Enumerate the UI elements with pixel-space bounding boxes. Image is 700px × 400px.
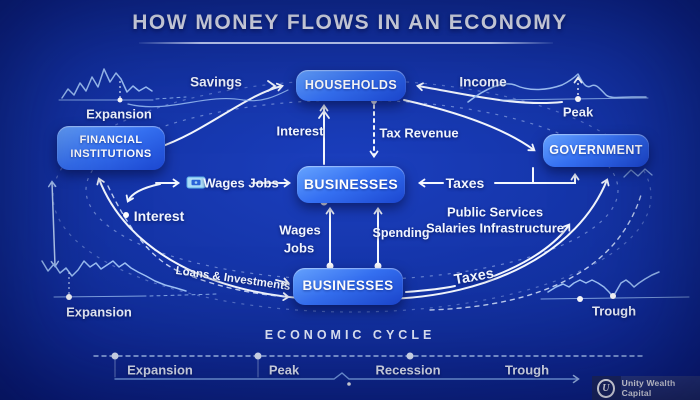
expansion-bottom-sparkline	[41, 260, 187, 292]
flow-label-savings: Savings	[190, 74, 242, 90]
brand-logo: U Unity Wealth Capital	[592, 376, 700, 400]
annotation-trough-bottom: Trough	[591, 303, 637, 319]
expansion-top-baseline-dashed	[155, 96, 187, 100]
government-dashed-curve	[429, 194, 642, 311]
taxes-curve-segment-b	[493, 223, 571, 277]
savings-arrow-chevron	[267, 80, 277, 92]
annotation-peak-top: Peak	[562, 104, 594, 120]
node-businesses-bottom: BUSINESSES	[293, 268, 403, 305]
flow-label-wages: Wages	[279, 222, 321, 238]
interest-up-arrow-chevron	[318, 109, 330, 119]
flow-label-spending: Spending	[372, 226, 430, 240]
brand-name: Unity Wealth Capital	[621, 378, 676, 398]
node-government: GOVERNMENT	[543, 134, 649, 167]
phase-trough: Trough	[504, 362, 550, 378]
unity-monogram-icon: U	[597, 378, 615, 398]
node-households: HOUSEHOLDS	[296, 70, 406, 101]
page-title: HOW MONEY FLOWS IN AN ECONOMY	[132, 11, 568, 34]
interest-drop-arrow	[125, 183, 161, 203]
savings-wave-line	[127, 89, 289, 108]
dashed-flow-paths	[107, 185, 642, 311]
chart-markers	[66, 75, 616, 302]
loans-investments-dashed-2	[175, 269, 291, 302]
taxes-to-government-curve	[384, 178, 610, 300]
expansion-bottom-baseline-dashed	[149, 293, 219, 297]
government-squiggle	[623, 168, 653, 178]
return-to-financial-curve	[96, 177, 314, 300]
flow-label-taxes-government: Taxes	[445, 175, 485, 191]
savings-arrow	[156, 82, 285, 149]
loans-investments-dashed	[107, 185, 177, 271]
flow-arrows	[96, 80, 610, 300]
timeline-solid-arrow	[114, 372, 580, 384]
expansion-top-sparkline	[61, 68, 153, 99]
left-axis-double-arrow	[47, 180, 60, 268]
economic-cycle-title: ECONOMIC CYCLE	[264, 328, 436, 342]
phase-recession: Recession	[375, 362, 441, 378]
annotation-expansion-bottom: Expansion	[66, 304, 132, 320]
loans-investments-arrow-tip	[275, 277, 291, 287]
flow-label-interest-households: Interest	[276, 123, 324, 139]
peak-top-sparkline	[467, 73, 647, 103]
phase-expansion: Expansion	[127, 362, 193, 378]
flow-label-wages-jobs: Wages Jobs	[203, 175, 279, 191]
title-underline	[139, 42, 553, 44]
taxes-curve-segment-a	[405, 285, 456, 293]
flow-label-interest-financial: Interest	[133, 208, 185, 224]
node-businesses-center: BUSINESSES	[297, 166, 405, 203]
flow-label-jobs: Jobs	[283, 240, 315, 256]
economic-cycle-timeline	[93, 352, 646, 386]
banknote-icon	[186, 176, 206, 189]
phase-peak: Peak	[268, 362, 300, 378]
flow-label-tax-revenue: Tax Revenue	[379, 125, 459, 141]
income-arrow	[415, 82, 563, 105]
flow-label-income: Income	[459, 74, 507, 90]
node-financial-institutions: FINANCIAL INSTITUTIONS	[57, 126, 165, 170]
dashed-cycle-arcs	[52, 79, 652, 313]
flow-label-public-services: Public Services	[446, 204, 544, 220]
peak-top-baseline	[499, 97, 649, 101]
annotation-expansion-top: Expansion	[86, 106, 152, 122]
taxes-to-government-elbow	[494, 172, 580, 184]
households-to-government-arrow	[403, 99, 536, 152]
trough-bottom-sparkline	[547, 271, 660, 298]
flow-label-salaries-infrastructure: Salaries Infrastructure	[425, 220, 565, 236]
